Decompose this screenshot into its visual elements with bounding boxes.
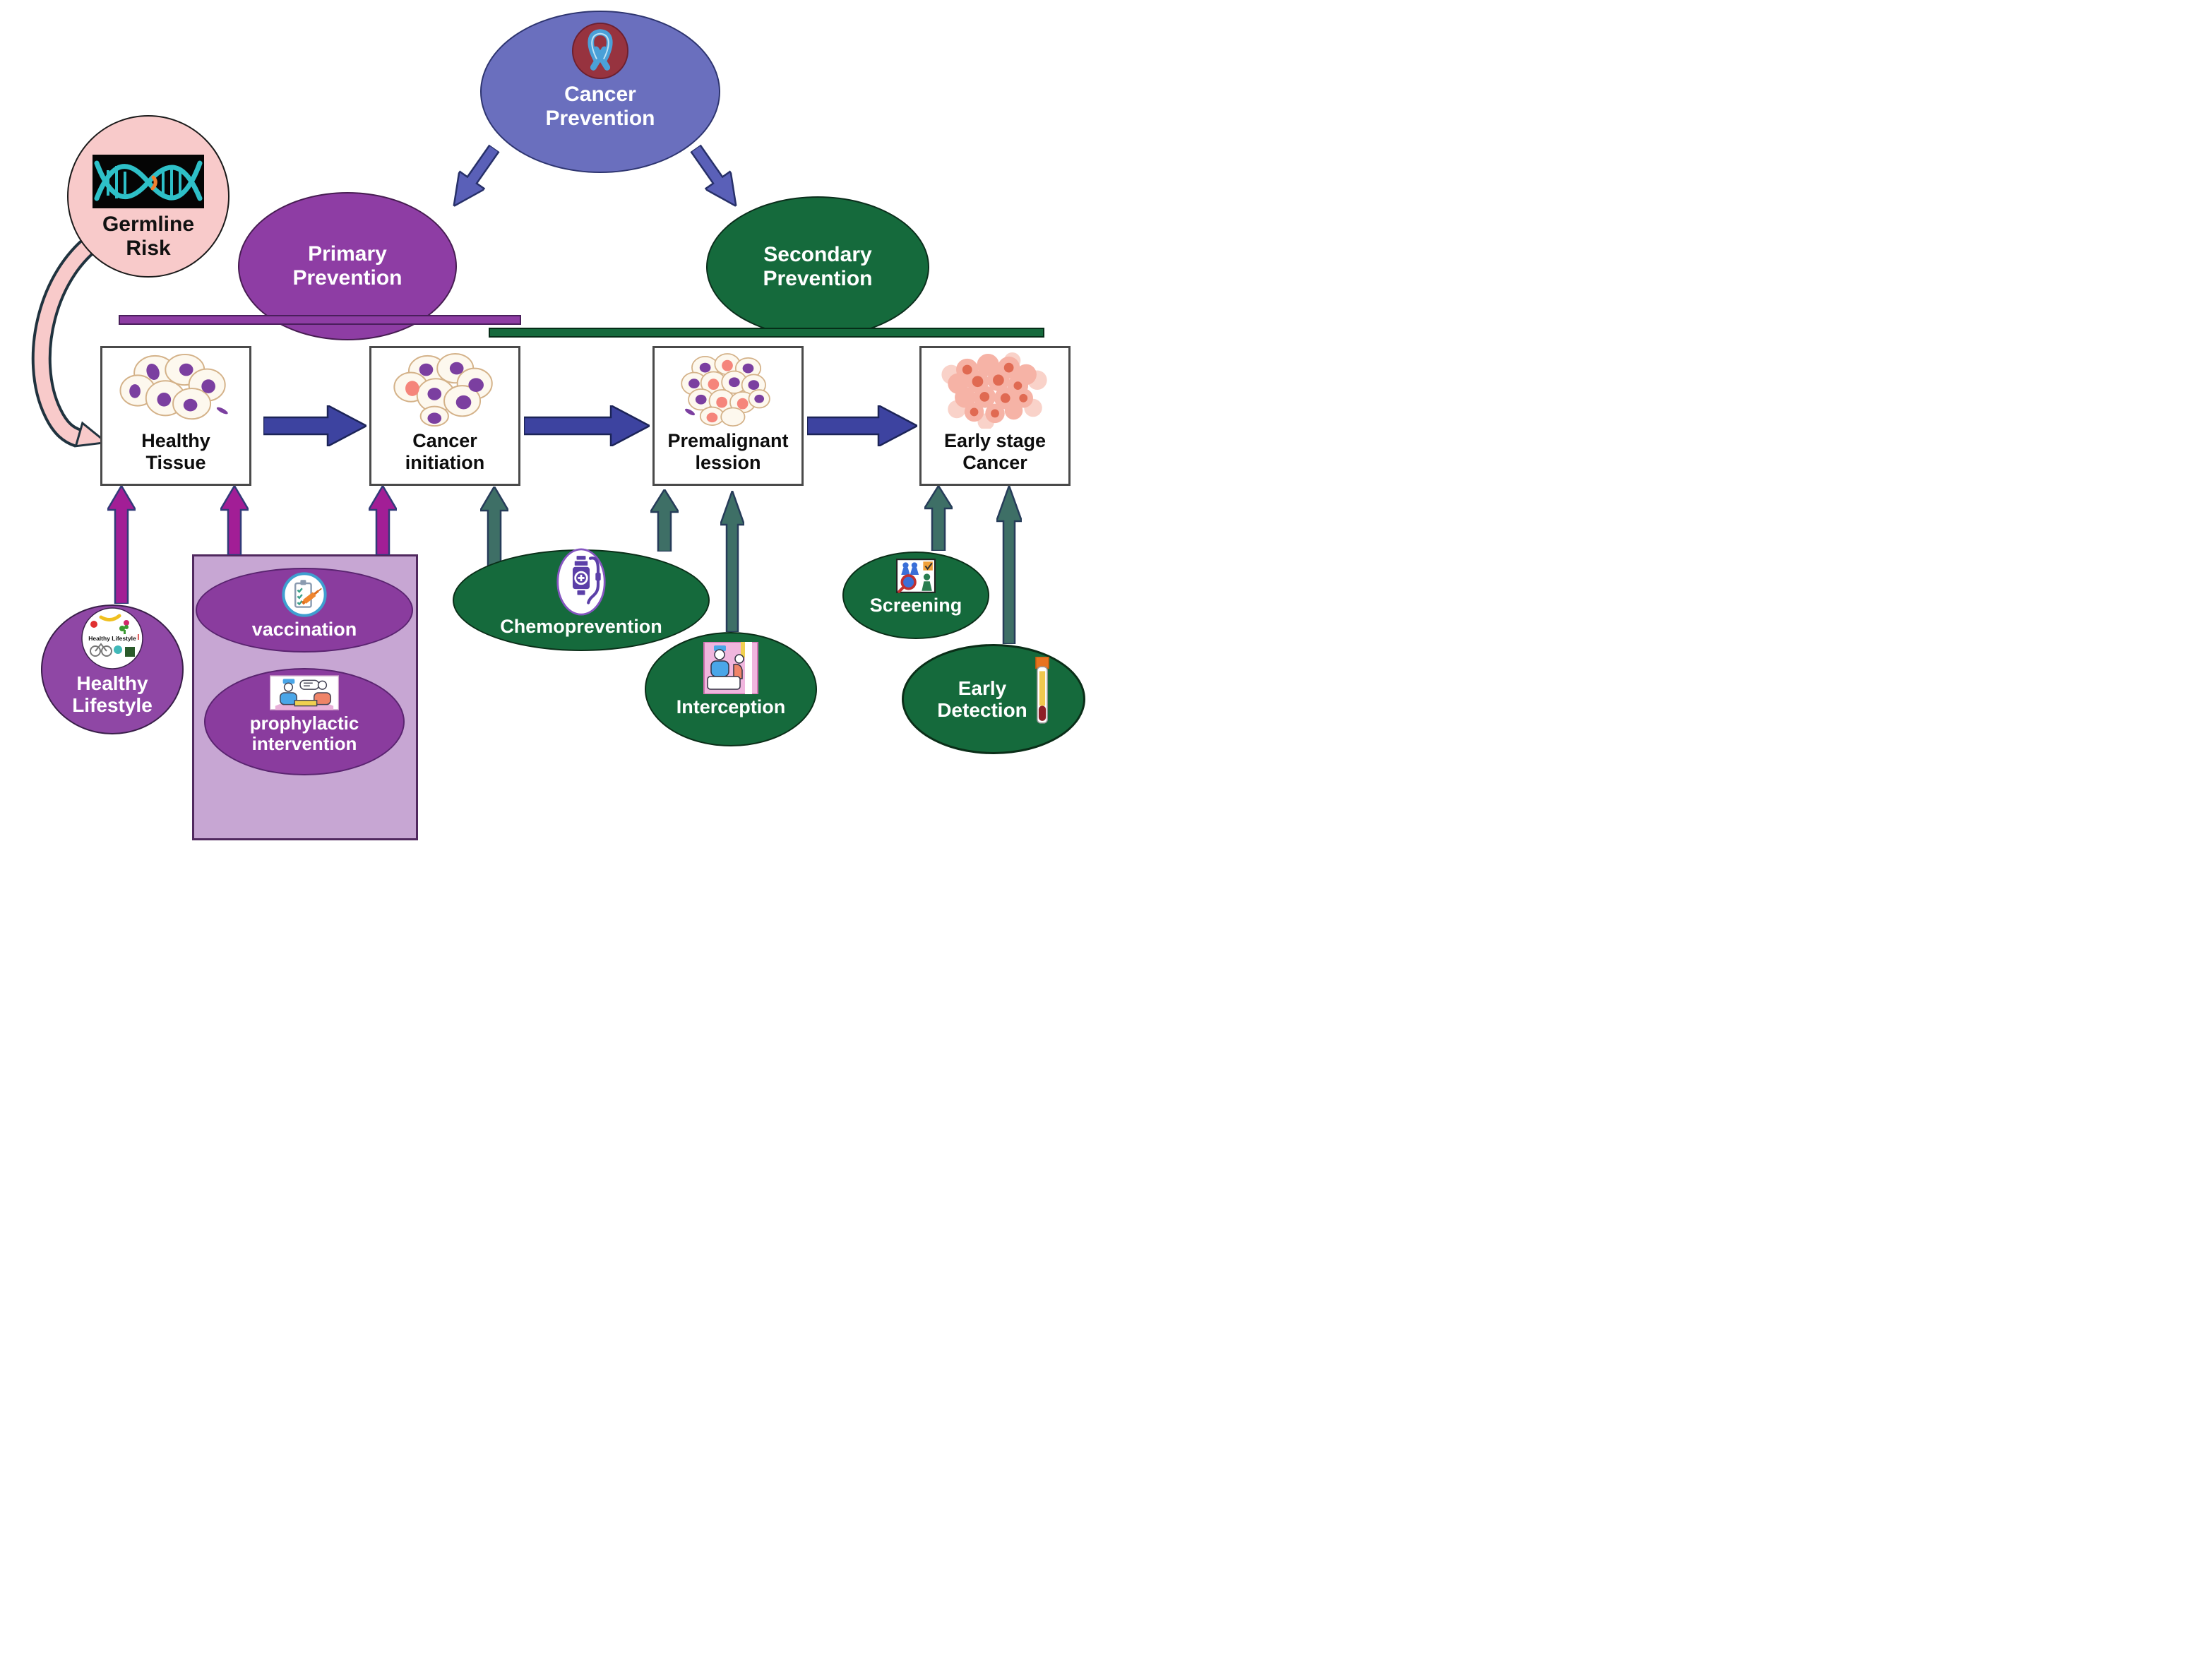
healthy-lifestyle-node: Healthy Lifestyle Healthy Lifestyle	[41, 604, 184, 734]
blood-tube-icon	[1035, 657, 1050, 726]
stage-label-line1: Premalignant	[667, 430, 789, 451]
arrow-healthy-to-initiation	[263, 405, 366, 446]
primary-prevention-label-line1: Primary	[308, 242, 387, 266]
prophylactic-intervention-icon	[270, 675, 339, 710]
iv-pump-icon	[555, 548, 607, 616]
vaccination-node: vaccination	[196, 568, 413, 653]
early-stage-cancer-cells-illustration	[933, 352, 1057, 429]
stage-label-line1: Early stage	[943, 430, 1047, 451]
prophylactic-label-line1: prophylactic	[249, 713, 359, 734]
arrow-panel-to-cancer-initiation	[369, 486, 397, 555]
arrow-chemoprevention-to-premalignant	[650, 489, 679, 552]
stage-box-early-stage-cancer: Early stage Cancer	[919, 346, 1071, 486]
healthy-lifestyle-icon: Healthy Lifestyle	[81, 607, 143, 669]
primary-prevention-bar	[119, 315, 521, 325]
secondary-prevention-bar	[489, 328, 1044, 338]
arrow-early-detection-to-early-stage	[996, 486, 1022, 644]
stage-label-line2: Tissue	[145, 452, 206, 474]
vaccination-icon	[282, 572, 327, 617]
cancer-prevention-node: Cancer Prevention	[480, 11, 720, 173]
prophylactic-intervention-node: prophylactic intervention	[204, 668, 405, 775]
primary-prevention-label-line2: Prevention	[292, 266, 403, 290]
cancer-prevention-label-line2: Prevention	[545, 106, 655, 130]
interception-label: Interception	[676, 696, 786, 717]
screening-node: Screening	[842, 552, 989, 639]
stage-box-cancer-initiation: Cancer initiation	[369, 346, 520, 486]
dna-icon	[93, 155, 204, 208]
arrow-initiation-to-premalignant	[524, 405, 650, 446]
early-detection-label-line1: Early	[958, 677, 1007, 699]
cancer-ribbon-icon	[571, 22, 629, 80]
screening-label: Screening	[869, 595, 962, 616]
chemoprevention-label: Chemoprevention	[500, 616, 662, 637]
arrow-screening-to-early-stage	[924, 486, 953, 551]
cancer-prevention-diagram: Cancer Prevention Primary Prevention Sec…	[0, 0, 1097, 840]
stage-label-line1: Cancer	[412, 430, 477, 451]
germline-risk-node: Germline Risk	[67, 115, 229, 278]
arrow-germline-to-healthy-tissue	[14, 226, 148, 459]
secondary-prevention-label-line1: Secondary	[763, 243, 872, 267]
interception-node: Interception	[645, 632, 817, 746]
doctor-exam-icon	[703, 642, 758, 694]
healthy-cells-illustration	[114, 352, 238, 429]
prophylactic-label-line2: intervention	[251, 732, 357, 754]
healthy-lifestyle-label-line2: Lifestyle	[72, 694, 153, 717]
vaccination-label: vaccination	[251, 619, 357, 640]
premalignant-cells-illustration	[666, 352, 790, 429]
arrow-interception-to-premalignant	[720, 491, 744, 632]
germline-risk-label-line2: Risk	[126, 236, 171, 260]
stage-label-line2: Cancer	[962, 452, 1027, 474]
screening-icon	[896, 559, 936, 593]
cancer-prevention-label-line1: Cancer	[564, 83, 636, 106]
cancer-initiation-cells-illustration	[383, 352, 507, 429]
stage-label-line2: lession	[695, 452, 761, 474]
early-detection-label-line2: Detection	[937, 699, 1027, 721]
healthy-lifestyle-icon-text: Healthy Lifestyle	[88, 635, 136, 642]
arrow-healthy-lifestyle-to-healthy-tissue	[107, 486, 136, 604]
chemoprevention-node: Chemoprevention	[453, 548, 710, 651]
germline-risk-label-line1: Germline	[102, 213, 195, 236]
stage-box-premalignant-lession: Premalignant lession	[652, 346, 804, 486]
stage-box-healthy-tissue: Healthy Tissue	[100, 346, 251, 486]
arrow-premalignant-to-early-stage	[807, 405, 917, 446]
arrow-to-primary-prevention	[441, 139, 507, 215]
stage-label-line2: initiation	[405, 452, 485, 474]
secondary-prevention-node: Secondary Prevention	[706, 196, 929, 338]
arrow-to-secondary-prevention	[683, 139, 749, 215]
healthy-lifestyle-label-line1: Healthy	[76, 672, 148, 694]
stage-label-line1: Healthy	[141, 430, 210, 451]
arrow-panel-to-healthy-tissue	[220, 486, 249, 555]
early-detection-node: Early Detection	[902, 644, 1085, 754]
secondary-prevention-label-line2: Prevention	[763, 267, 873, 290]
